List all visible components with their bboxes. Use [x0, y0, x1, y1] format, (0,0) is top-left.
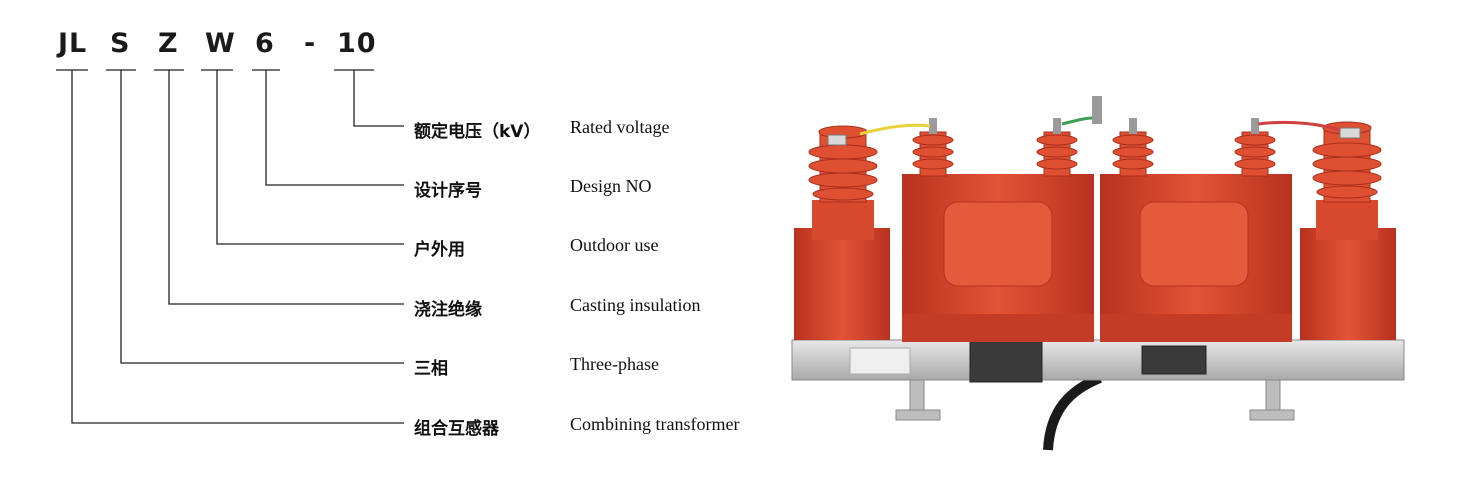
- center-left-coil: [943, 201, 1053, 287]
- code-part-6: 6: [255, 28, 275, 59]
- leader-three-phase: [120, 70, 404, 364]
- cable: [1043, 373, 1102, 451]
- red-wire: [1257, 120, 1341, 132]
- legend-en-three-phase: Three-phase: [570, 354, 659, 374]
- right-insulator: [1312, 121, 1382, 203]
- code-part-z: Z: [158, 28, 179, 59]
- leader-outdoor-use: [216, 70, 404, 245]
- nameplate-right: [1141, 345, 1207, 375]
- legend-en-casting-insulation: Casting insulation: [570, 295, 701, 315]
- legend-zh-combining-transformer: 组合互感器: [414, 419, 499, 439]
- code-part-10: 10: [337, 28, 377, 59]
- legend-zh-outdoor-use: 户外用: [414, 240, 465, 260]
- legend-zh-rated-voltage: 额定电压（kV）: [414, 122, 541, 142]
- green-wire: [1061, 116, 1093, 126]
- legend-en-rated-voltage: Rated voltage: [570, 117, 670, 137]
- code-part-dash: -: [304, 28, 317, 59]
- code-part-s: S: [110, 28, 131, 59]
- legend-zh-three-phase: 三相: [414, 359, 448, 379]
- base-sticker: [849, 347, 911, 375]
- code-part-w: W: [205, 28, 236, 59]
- transformer-product-image: [791, 96, 1405, 451]
- yellow-wire: [859, 123, 931, 136]
- leader-combining-transformer: [71, 70, 404, 424]
- legend-en-outdoor-use: Outdoor use: [570, 235, 659, 255]
- left-housing: [794, 228, 890, 340]
- leader-lines: [56, 69, 404, 424]
- legend-zh-casting-insulation: 浇注绝缘: [414, 300, 482, 320]
- leader-design-no: [265, 70, 404, 186]
- center-right-coil: [1139, 201, 1249, 287]
- leader-casting-insulation: [168, 70, 404, 305]
- top-insulator-1: [912, 131, 954, 177]
- center-ground-terminal: [1092, 96, 1102, 124]
- legend-en-combining-transformer: Combining transformer: [570, 414, 740, 434]
- right-terminal: [1339, 127, 1361, 139]
- top-insulator-3: [1112, 131, 1154, 177]
- legend-en-design-no: Design NO: [570, 176, 652, 196]
- legend-zh-design-no: 设计序号: [414, 181, 482, 201]
- leader-rated-voltage: [353, 70, 404, 127]
- top-insulator-4: [1234, 131, 1276, 177]
- left-terminal: [827, 134, 847, 146]
- right-housing: [1300, 228, 1396, 340]
- top-insulator-2: [1036, 131, 1078, 177]
- code-part-jl: JL: [58, 28, 88, 59]
